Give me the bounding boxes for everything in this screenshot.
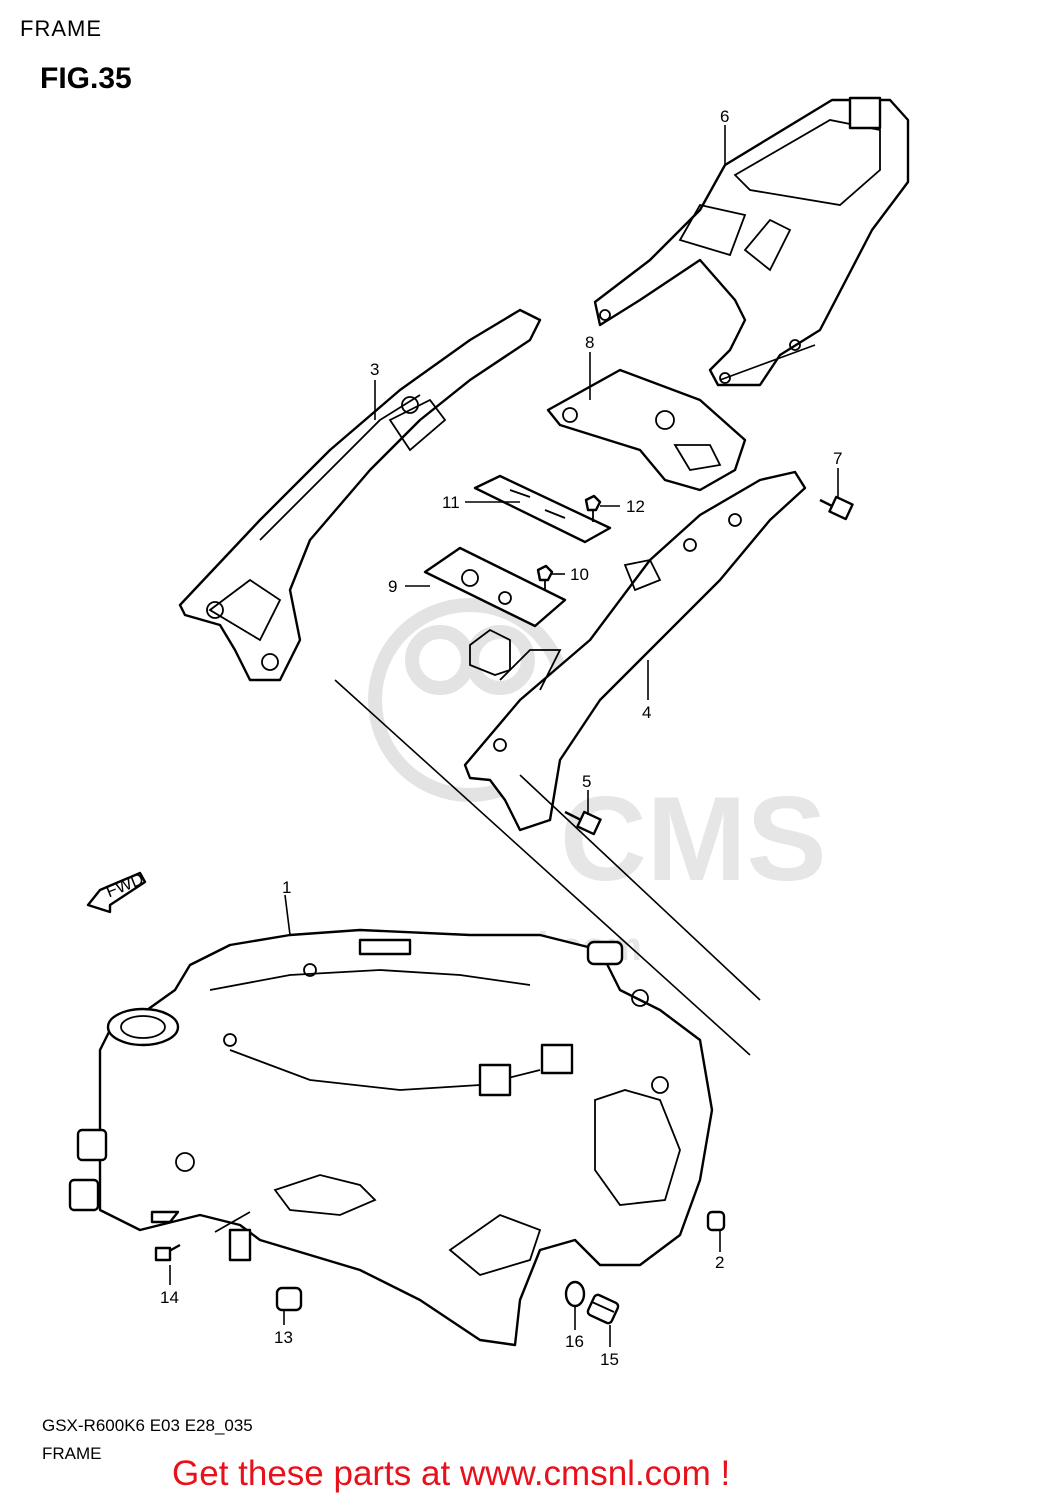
- callout-13: 13: [274, 1328, 293, 1347]
- callout-8: 8: [585, 333, 594, 352]
- callout-15: 15: [600, 1350, 619, 1369]
- part-1-main-frame: [68, 928, 714, 1347]
- forward-direction-arrow: FWD: [86, 869, 146, 914]
- part-14-bolt: [154, 1243, 181, 1262]
- callout-1: 1: [282, 878, 291, 897]
- callout-14: 14: [160, 1288, 179, 1307]
- part-10-bolt: [536, 564, 554, 590]
- callout-2: 2: [715, 1253, 724, 1272]
- part-2-plug: [706, 1210, 726, 1232]
- watermark-brand: CMS: [560, 772, 827, 906]
- part-15-bolt: [586, 1293, 620, 1325]
- callout-16: 16: [565, 1332, 584, 1351]
- callout-4: 4: [642, 703, 651, 722]
- model-code: GSX-R600K6 E03 E28_035: [42, 1416, 253, 1435]
- part-16-washer: [564, 1280, 586, 1308]
- callout-5: 5: [582, 772, 591, 791]
- part-3-seat-rail-left: [178, 308, 542, 682]
- part-11-plate: [473, 474, 612, 544]
- part-4-seat-rail-right: [463, 470, 807, 832]
- callout-3: 3: [370, 360, 379, 379]
- callout-6: 6: [720, 107, 729, 126]
- callout-12: 12: [626, 497, 645, 516]
- callout-11: 11: [442, 493, 460, 512]
- section-header: FRAME: [20, 16, 102, 41]
- footer-section: FRAME: [42, 1444, 102, 1463]
- part-6-seat-rail: [593, 96, 910, 387]
- part-7-bolt: [819, 495, 854, 521]
- callout-9: 9: [388, 577, 397, 596]
- callout-10: 10: [570, 565, 589, 584]
- figure-number: FIG.35: [40, 62, 132, 95]
- promo-link[interactable]: Get these parts at www.cmsnl.com !: [172, 1454, 731, 1493]
- part-9-bracket: [423, 546, 567, 628]
- part-12-bolt: [584, 494, 602, 522]
- callout-7: 7: [833, 449, 842, 468]
- part-5-bolt: [564, 810, 602, 836]
- part-8-bracket: [546, 368, 747, 492]
- part-13-collar: [275, 1286, 303, 1312]
